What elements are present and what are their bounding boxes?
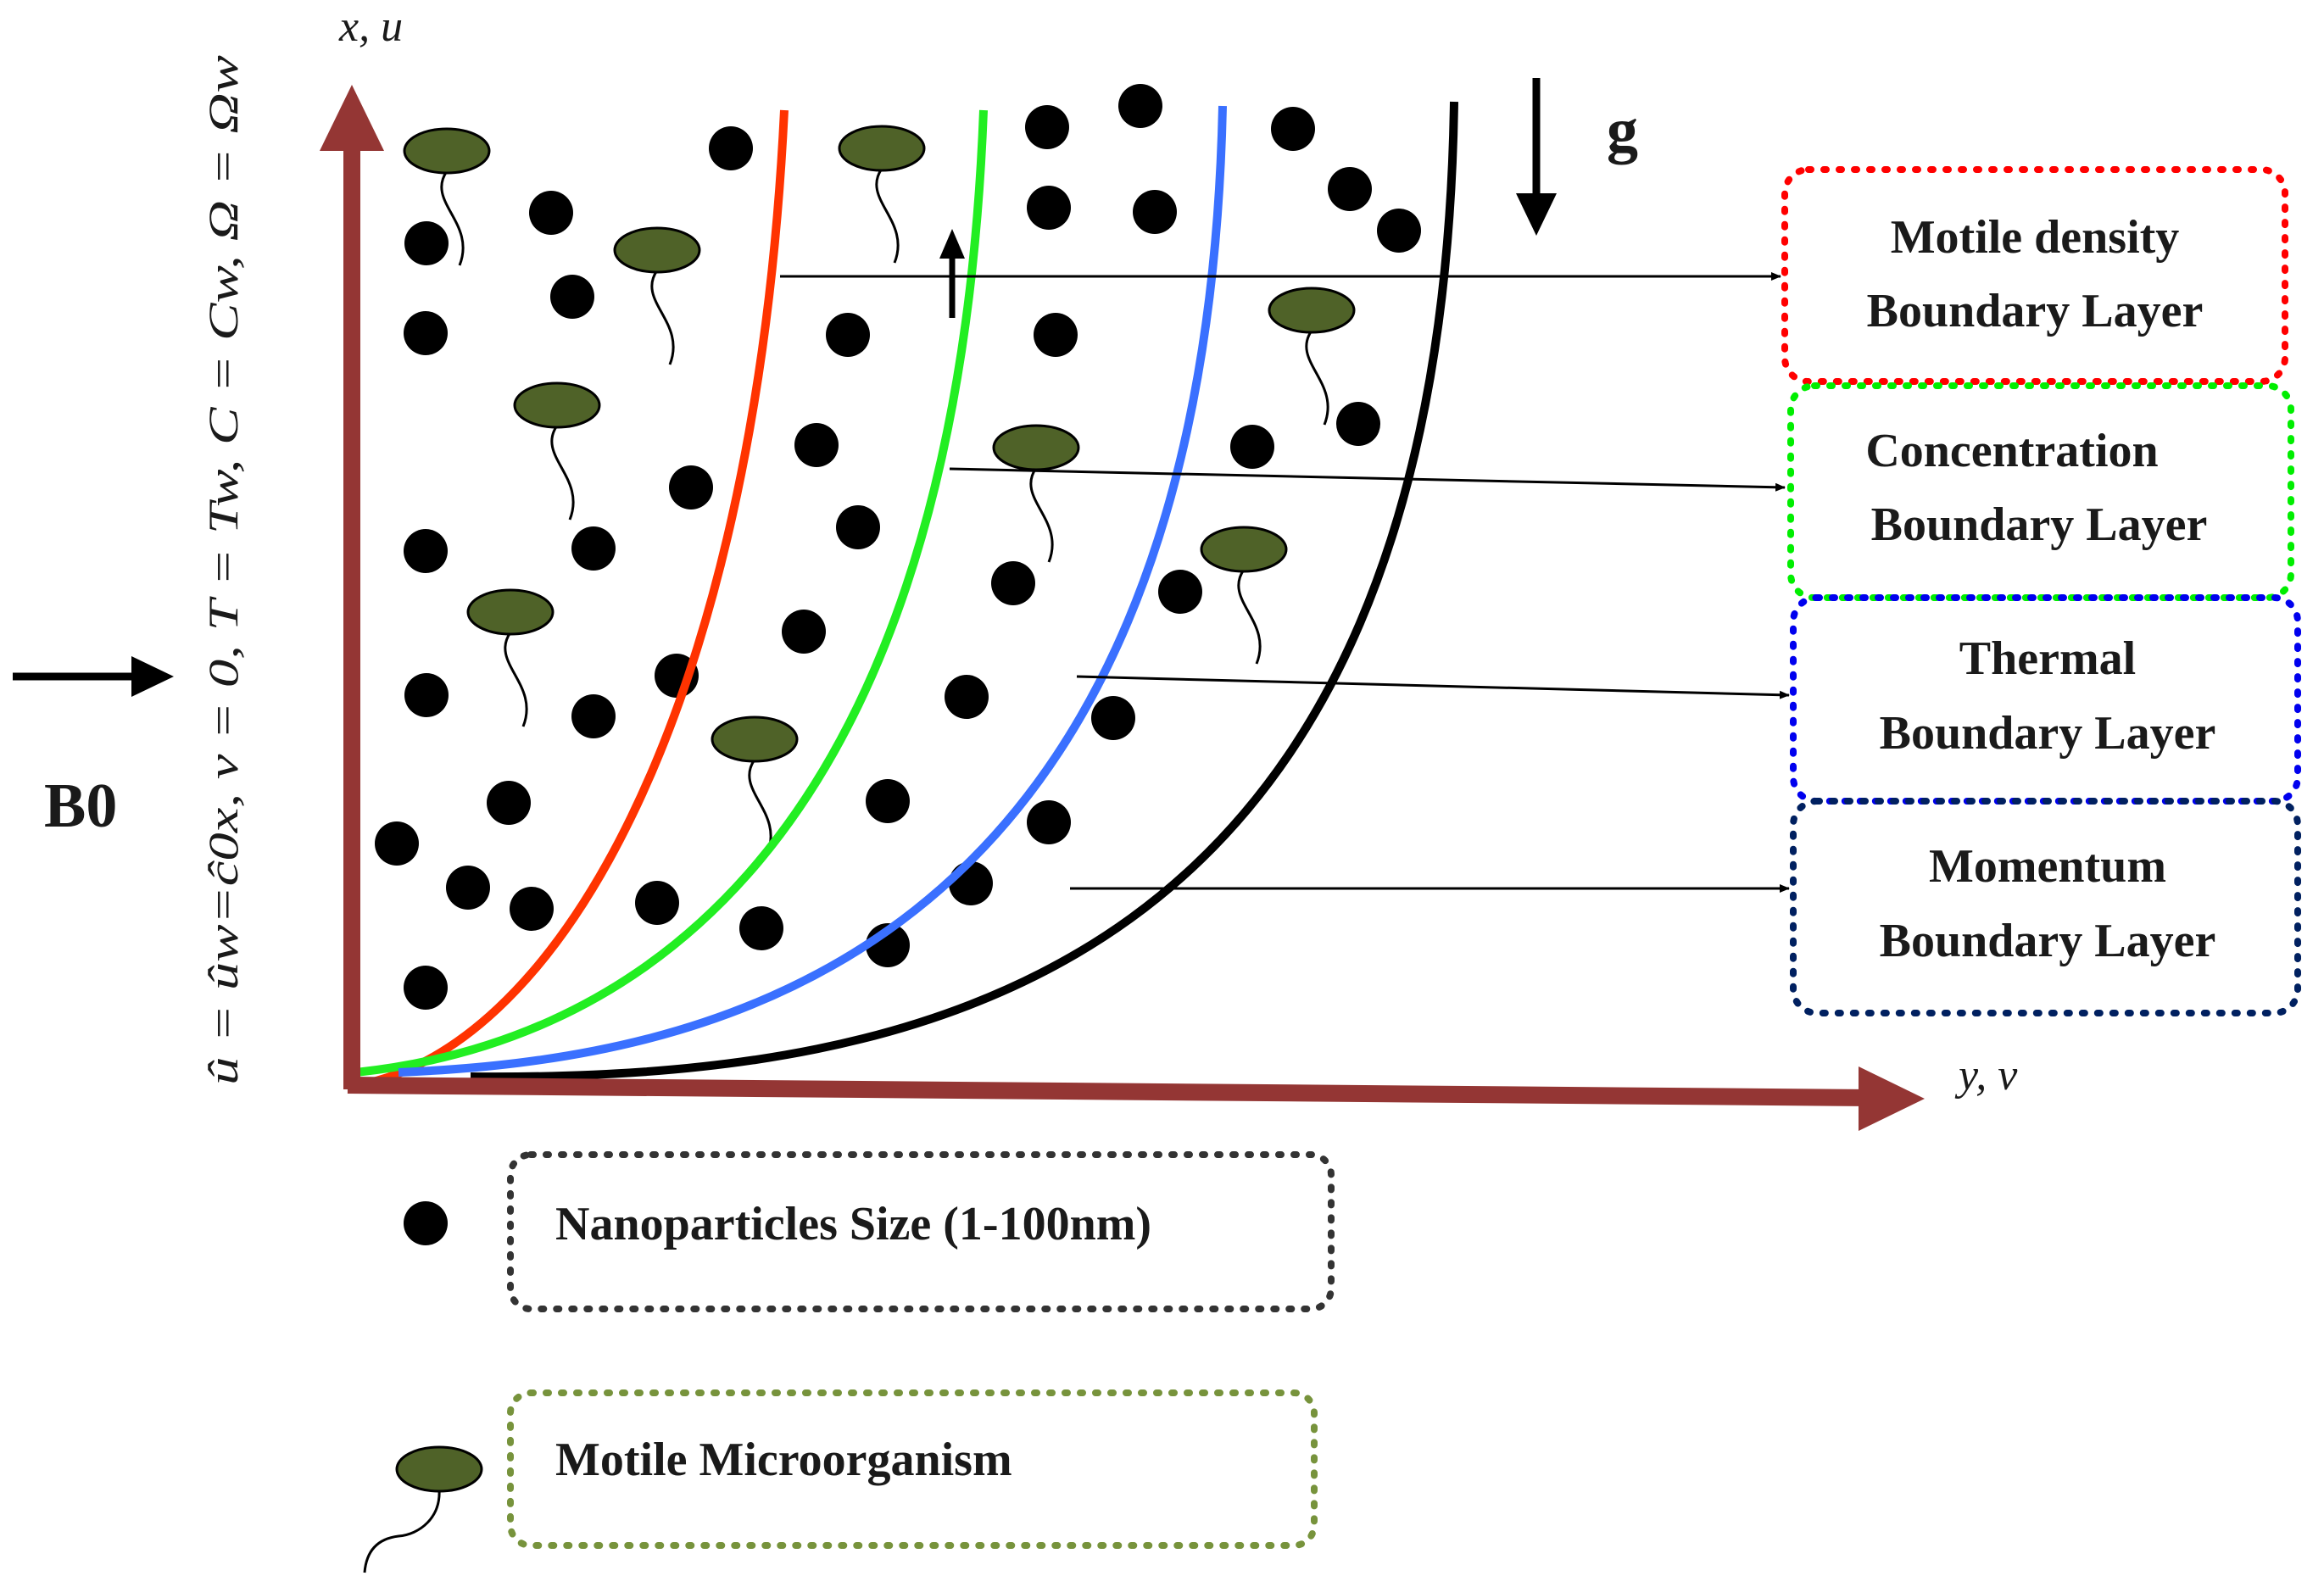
nanoparticle: [1034, 313, 1078, 357]
nanoparticle: [1027, 800, 1071, 844]
nanoparticle: [949, 861, 993, 905]
layer-box-concentration-line1: Concentration: [1865, 425, 2158, 477]
magnetic-field-arrowhead: [131, 656, 174, 697]
nanoparticle: [510, 887, 554, 931]
layer-box-thermal-line1: Thermal: [1959, 632, 2136, 685]
concentration-curve: [355, 109, 988, 1077]
nanoparticle: [709, 126, 753, 170]
nanoparticle: [375, 821, 419, 866]
nanoparticle: [1118, 84, 1162, 128]
layer-box-concentration: Concentration Boundary Layer: [1787, 382, 2294, 601]
nanoparticle: [404, 221, 449, 265]
nanoparticle: [446, 866, 490, 910]
nanoparticle: [571, 694, 616, 738]
nanoparticle: [1377, 209, 1421, 253]
nanoparticle: [669, 465, 713, 510]
nanoparticle: [826, 313, 870, 357]
nanoparticle: [782, 610, 826, 654]
layer-box-momentum-line2: Boundary Layer: [1880, 915, 2216, 967]
legend-nanoparticle-symbol: [404, 1201, 448, 1245]
nanoparticle: [404, 311, 448, 355]
layer-box-concentration-line2: Boundary Layer: [1871, 498, 2208, 551]
horizontal-axis-arrowhead: [1859, 1066, 1925, 1131]
layer-box-motile: Motile density Boundary Layer: [1781, 166, 2288, 385]
legend-nanoparticle: Nanoparticles Size (1-100nm): [404, 1151, 1335, 1312]
nanoparticle: [991, 561, 1035, 605]
layer-box-thermal-line2: Boundary Layer: [1880, 707, 2216, 760]
thermal-pointer-arrow: [1076, 675, 1790, 699]
momentum-curve: [470, 101, 1458, 1082]
nanoparticle: [635, 881, 679, 925]
concentration-pointer-arrow: [949, 467, 1786, 492]
motile-density-curve: [347, 109, 789, 1091]
nanoparticle: [404, 673, 449, 717]
layer-box-motile-line2: Boundary Layer: [1867, 285, 2204, 337]
nanoparticle: [1025, 105, 1069, 149]
microorganism: [1268, 287, 1356, 426]
microorganisms-group: [403, 125, 1356, 855]
nanoparticle: [836, 505, 880, 549]
magnetic-field: B0: [13, 656, 174, 841]
nanoparticle: [1328, 167, 1372, 211]
microorganism: [838, 125, 926, 264]
legend-nanoparticle-label: Nanoparticles Size (1-100nm): [555, 1198, 1151, 1250]
boundary-condition-equation: û = ûw=ĉ0x, v = 0, T = Tw, C = Cw, Ω = Ω…: [199, 55, 247, 1085]
nanoparticle: [1336, 402, 1380, 446]
microorganism: [403, 127, 491, 266]
nanoparticle: [571, 526, 616, 571]
legend-microorganism: Motile Microorganism: [363, 1389, 1318, 1573]
layer-box-thermal: Thermal Boundary Layer: [1790, 594, 2301, 805]
horizontal-axis: [347, 1077, 1875, 1106]
microorganism: [513, 381, 601, 521]
microorganism: [1200, 526, 1288, 665]
nanoparticle: [794, 423, 839, 467]
microorganism: [711, 716, 799, 855]
gravity-arrowhead: [1516, 193, 1557, 236]
layer-box-momentum: Momentum Boundary Layer: [1790, 798, 2301, 1016]
microorganism: [613, 226, 701, 365]
gravity: g: [1516, 78, 1638, 236]
gravity-label: g: [1607, 96, 1638, 165]
nanoparticle: [404, 966, 448, 1010]
nanoparticle: [1271, 107, 1315, 151]
nanoparticle: [1091, 696, 1135, 740]
layer-box-motile-line1: Motile density: [1891, 211, 2180, 264]
nanoparticle: [866, 779, 910, 823]
nanoparticle: [1230, 425, 1274, 469]
vertical-axis-arrowhead: [320, 85, 384, 151]
nanoparticle: [945, 675, 989, 719]
upward-motion-arrow: [939, 229, 965, 318]
legend-microorganism-label: Motile Microorganism: [555, 1434, 1012, 1486]
nanoparticle: [1158, 570, 1202, 614]
layer-box-momentum-line1: Momentum: [1929, 840, 2166, 893]
nanoparticle: [487, 781, 531, 825]
nanoparticle: [529, 191, 573, 235]
vertical-axis-label: x, u: [338, 3, 403, 51]
nanoparticle: [404, 529, 448, 573]
microorganism: [992, 424, 1080, 563]
nanoparticles-group: [375, 84, 1421, 1010]
nanoparticle: [550, 275, 594, 319]
microorganism: [466, 588, 555, 727]
nanoparticle: [739, 906, 783, 950]
nanoparticle: [1133, 190, 1177, 234]
horizontal-axis-label: y, v: [1954, 1051, 2018, 1100]
nanoparticle: [1027, 186, 1071, 230]
axes: [320, 85, 1925, 1131]
legend-microorganism-symbol: [363, 1445, 483, 1573]
magnetic-field-label: B0: [44, 771, 117, 841]
thermal-curve: [398, 105, 1227, 1077]
